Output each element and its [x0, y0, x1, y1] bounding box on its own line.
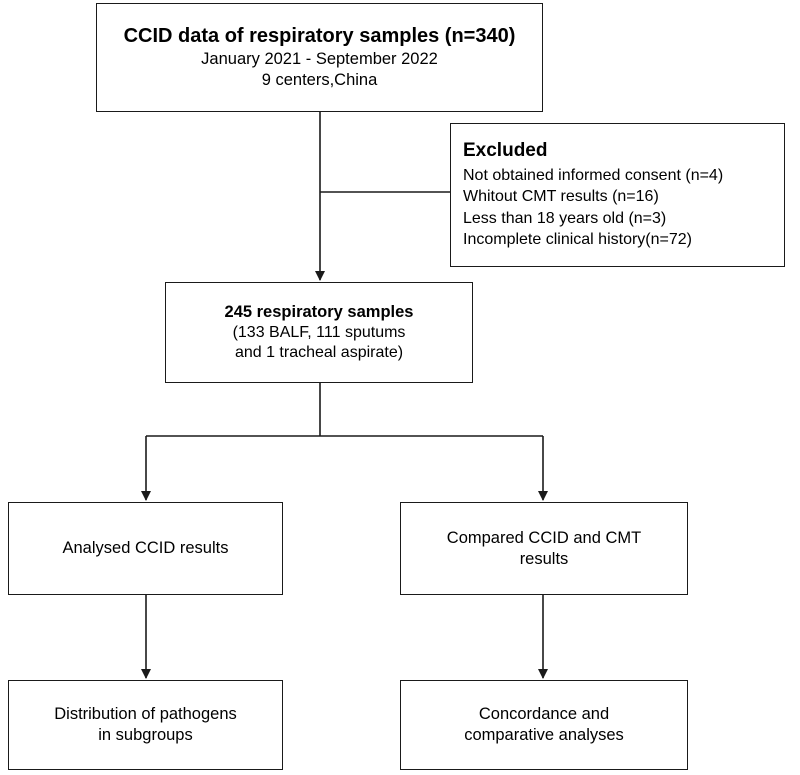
- source-data-centers: 9 centers,China: [261, 71, 378, 89]
- concordance-label-line: comparative analyses: [464, 726, 624, 744]
- compared-box: Compared CCID and CMT results: [400, 502, 688, 595]
- excluded-item: Whitout CMT results (n=16): [463, 188, 659, 206]
- excluded-item: Incomplete clinical history(n=72): [463, 231, 692, 249]
- excluded-item: Not obtained informed consent (n=4): [463, 166, 724, 184]
- distribution-label-line: in subgroups: [98, 726, 193, 744]
- excluded-item: Less than 18 years old (n=3): [463, 209, 667, 227]
- concordance-box: Concordance and comparative analyses: [400, 680, 688, 770]
- source-data-title: CCID data of respiratory samples (n=340): [123, 25, 516, 48]
- analysed-label: Analysed CCID results: [62, 539, 229, 558]
- compared-label-line: results: [519, 549, 569, 568]
- samples-title: 245 respiratory samples: [224, 303, 414, 322]
- samples-box: 245 respiratory samples (133 BALF, 111 s…: [165, 282, 473, 383]
- excluded-box: Excluded Not obtained informed consent (…: [450, 123, 785, 267]
- concordance-label-line: Concordance and: [478, 705, 610, 724]
- distribution-label-line: Distribution of pathogens: [54, 705, 237, 724]
- samples-detail-line: (133 BALF, 111 sputums: [232, 323, 406, 341]
- source-data-box: CCID data of respiratory samples (n=340)…: [96, 3, 543, 112]
- excluded-title: Excluded: [463, 139, 548, 161]
- compared-label-line: Compared CCID and CMT: [446, 528, 642, 547]
- distribution-box: Distribution of pathogens in subgroups: [8, 680, 283, 770]
- samples-detail-line: and 1 tracheal aspirate): [234, 343, 404, 361]
- source-data-period: January 2021 - September 2022: [201, 50, 438, 69]
- analysed-box: Analysed CCID results: [8, 502, 283, 595]
